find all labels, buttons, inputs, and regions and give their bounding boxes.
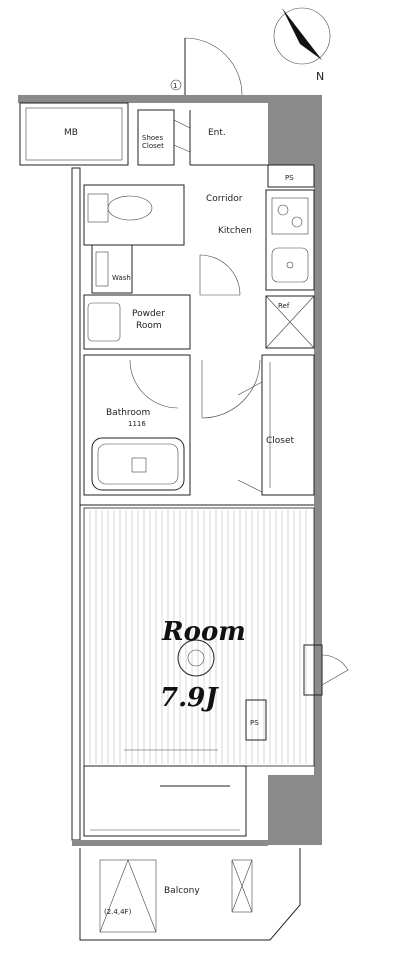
grid-marker — [170, 79, 182, 91]
corridor-label: Corridor — [206, 194, 243, 204]
room-door-swing — [201, 359, 261, 419]
sink-icon — [271, 247, 309, 283]
toilet-icon — [107, 195, 153, 221]
entrance-door-swing — [184, 37, 243, 96]
balcony: Balcony (2.4,4F) — [79, 848, 301, 941]
powder-room — [83, 294, 191, 350]
north-arrow-icon — [282, 8, 322, 60]
washbasin-icon — [87, 302, 121, 342]
grid-marker-label: 1 — [173, 82, 177, 90]
bathroom-size-label: 1116 — [128, 420, 146, 428]
balcony-note-label: (2.4,4F) — [104, 908, 132, 916]
outer-walls — [18, 95, 322, 846]
washing-machine-area — [91, 244, 133, 294]
room-bottom-strip — [83, 765, 247, 837]
ps-bottom-label: PS — [250, 719, 259, 727]
compass: N — [273, 7, 331, 83]
bathroom-door-swing — [129, 359, 179, 409]
room-label: Room — [161, 617, 246, 647]
main-room: Room 7.9J — [83, 507, 315, 767]
toilet-area — [83, 184, 185, 246]
floorboard-lines — [89, 510, 307, 764]
window — [303, 644, 323, 696]
shoes-closet-label-2: Closet — [142, 142, 164, 150]
ps-top — [267, 164, 315, 188]
kitchen-counter — [265, 189, 315, 291]
powder-room-label-2: Room — [136, 321, 162, 331]
balcony-hatch — [99, 859, 157, 933]
ps-bottom — [245, 699, 267, 741]
closet-label: Closet — [266, 436, 295, 446]
ref-label: Ref — [278, 302, 290, 310]
entrance-label: Ent. — [208, 128, 226, 138]
window-swing — [321, 654, 349, 686]
bathroom-label: Bathroom — [106, 408, 150, 418]
bathroom — [83, 354, 191, 496]
shoes-closet-label-1: Shoes — [142, 134, 163, 142]
kitchen-door-swing — [199, 254, 241, 296]
wash-label: Wash. — [112, 274, 133, 282]
powder-room-label-1: Powder — [132, 309, 165, 319]
balcony-unit — [231, 859, 253, 913]
bathtub-icon — [91, 437, 185, 491]
ceiling-light-icon — [177, 639, 215, 677]
balcony-label: Balcony — [164, 886, 200, 896]
compass-ring — [273, 7, 331, 65]
shoes-closet — [137, 109, 175, 166]
ps-top-label: PS — [285, 174, 294, 182]
refrigerator — [265, 295, 315, 349]
mb-box — [19, 102, 129, 166]
room-size-label: 7.9J — [160, 683, 219, 713]
closet — [261, 354, 315, 496]
north-label: N — [316, 70, 324, 83]
stove-icon — [271, 197, 309, 235]
mb-label: MB — [64, 128, 78, 138]
kitchen-label: Kitchen — [218, 226, 252, 236]
